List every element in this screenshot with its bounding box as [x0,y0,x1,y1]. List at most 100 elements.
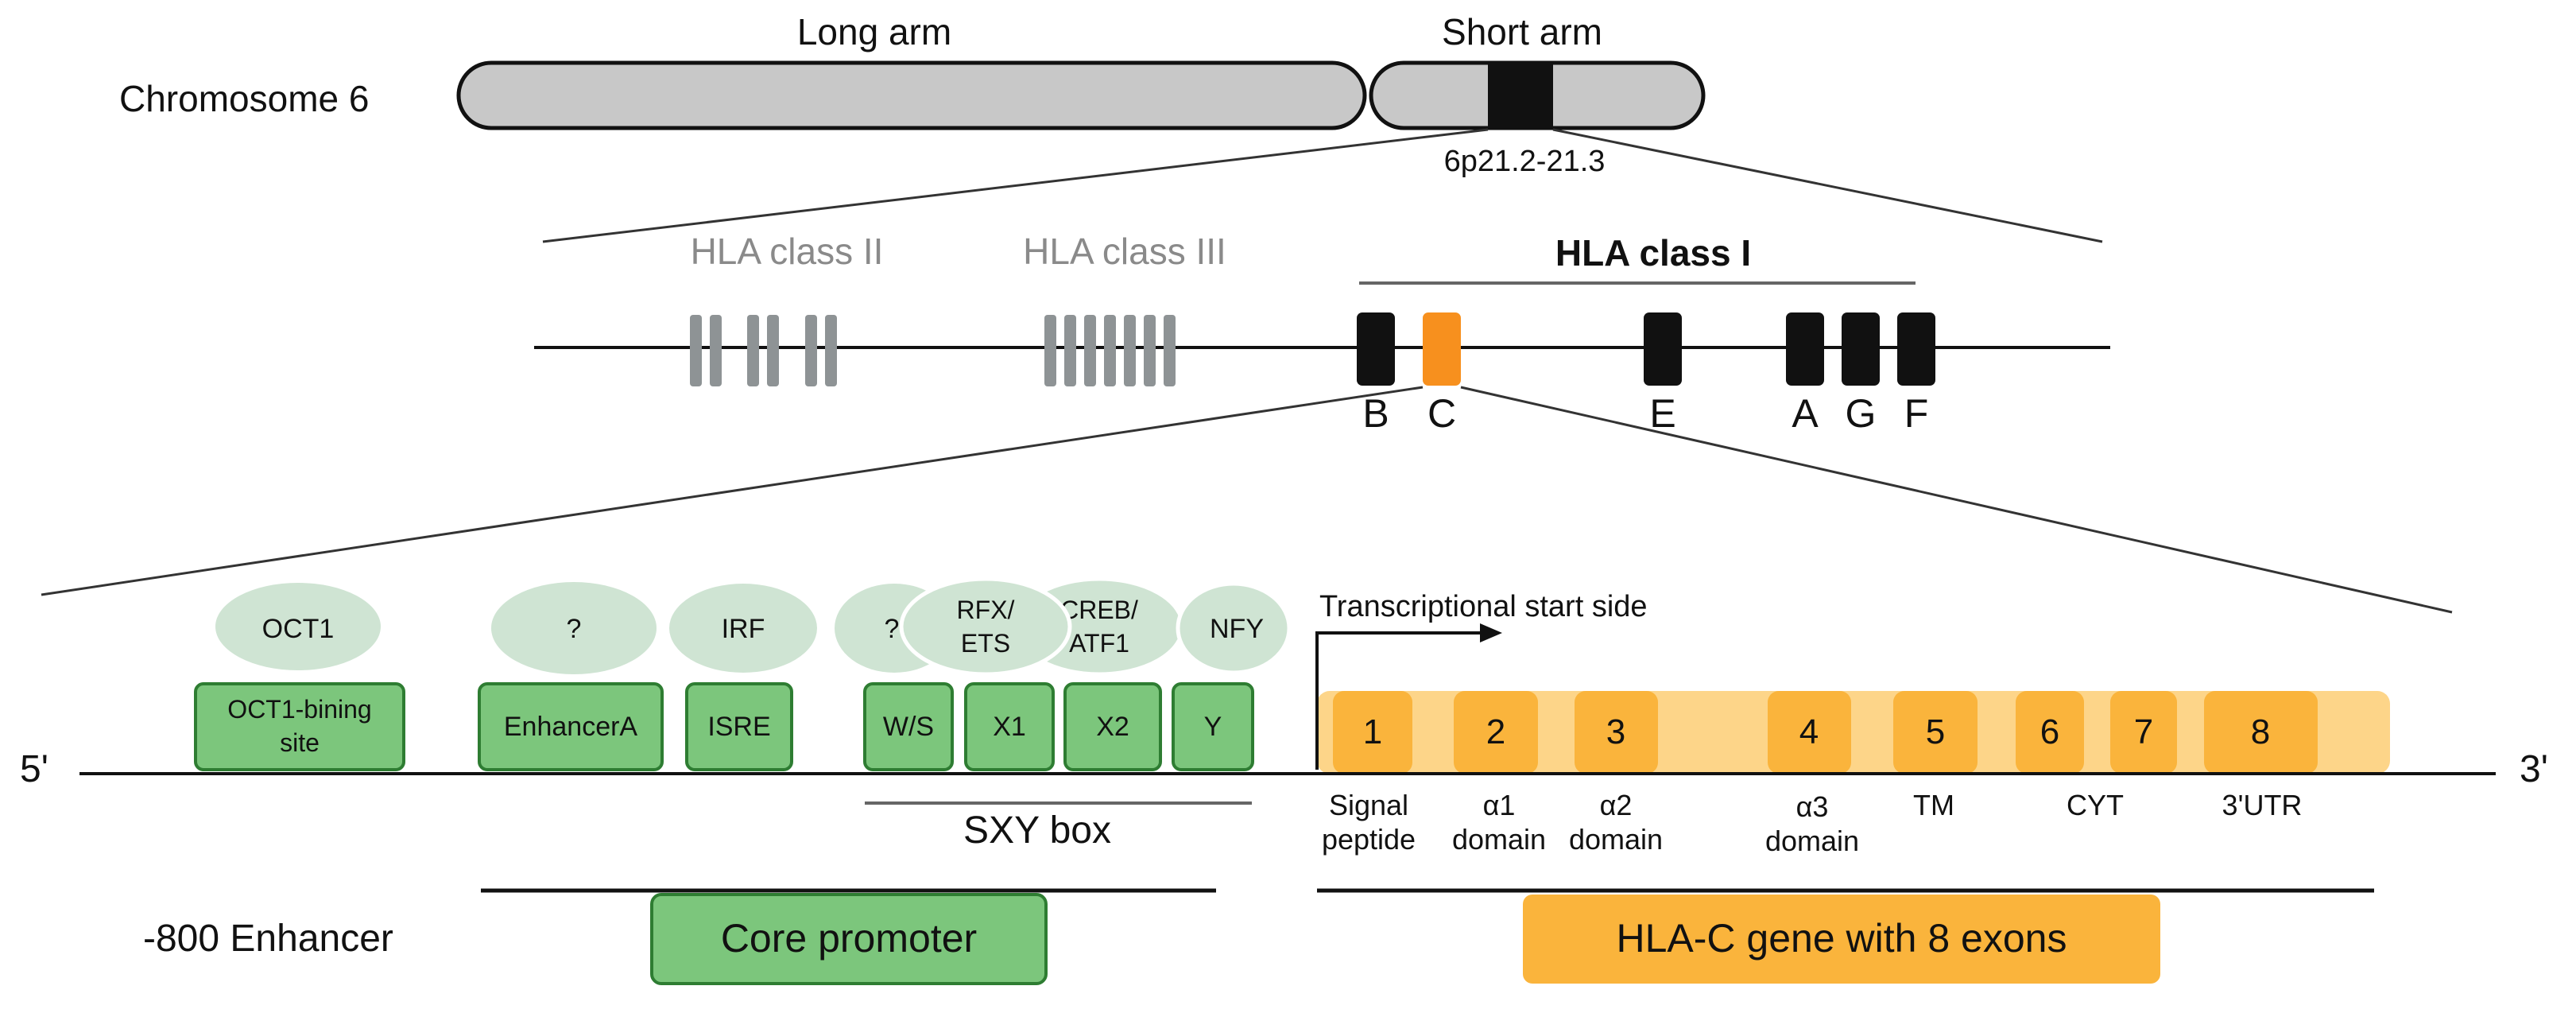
factor-nfy [1176,581,1292,675]
gene-b-label: B [1362,391,1389,436]
factor-creb-atf1-label: CREB/ATF1 [1060,596,1138,658]
element-isre [685,682,793,771]
gene-g-box [1842,312,1880,386]
zoom-line-right-1 [1552,128,2103,243]
gene-f-box [1897,312,1935,386]
class-iii-gene [1044,315,1056,386]
exon-3-label: 3 [1606,712,1625,751]
gene-g-label: G [1846,391,1877,436]
enhancer-label: -800 Enhancer [143,918,393,960]
factor-oct1-label: OCT1 [262,614,335,644]
factor-oct1 [215,583,381,670]
hla-class-iii-label: HLA class III [1023,231,1226,272]
exon-1-label: 1 [1363,712,1382,751]
chromosome-label: Chromosome 6 [119,78,369,119]
class-ii-gene [767,315,779,386]
element-isre-label: ISRE [707,712,770,742]
factor-rfx-ets [899,576,1072,677]
exon-6-label: 6 [2040,712,2059,751]
gene-c-box [1423,312,1461,386]
band-label: 6p21.2-21.3 [1444,145,1606,178]
factor-irf-label: IRF [722,614,765,644]
gene-a-box [1786,312,1824,386]
exon-2-label: 2 [1486,712,1505,751]
class-iii-gene [1064,315,1076,386]
tss-arrow [1315,631,1482,770]
exon-6 [2016,691,2084,774]
element-x1 [964,682,1055,771]
exon-annotation-3utr: 3'UTR [2222,789,2303,821]
factor-irf [669,584,817,673]
gene-e-box [1644,312,1682,386]
long-arm-label: Long arm [797,11,951,52]
class-ii-gene [747,315,759,386]
zoom-line-right-2 [1460,386,2453,614]
gene-c-label: C [1427,391,1456,436]
element-x1-label: X1 [993,712,1026,742]
factor-nfy-label: NFY [1210,614,1264,644]
chromosome-long-arm [456,60,1367,130]
factor-unknown-1-label: ? [567,614,582,644]
short-arm-label: Short arm [1442,11,1602,52]
element-ws [863,682,954,771]
zoom-line-left-2 [41,386,1424,596]
zoom-line-left-1 [542,128,1489,243]
element-enhancer-a [478,682,664,771]
exon-8-label: 8 [2251,712,2270,751]
element-enhancer-a-label: EnhancerA [504,712,638,742]
gene-b-box [1357,312,1395,386]
hla-class-i-label: HLA class I [1555,232,1751,274]
element-y-label: Y [1204,712,1222,742]
exon-7 [2110,691,2177,774]
gene-a-label: A [1792,391,1819,436]
class-iii-gene [1084,315,1096,386]
hla-class-ii-label: HLA class II [691,231,884,272]
exon-2 [1454,691,1538,774]
exon-8 [2204,691,2318,774]
exon-annotation-tm: TM [1913,789,1954,821]
five-prime-label: 5' [20,748,48,790]
exon-4-label: 4 [1799,712,1819,751]
three-prime-label: 3' [2520,748,2548,790]
factor-rfx-ets-label: RFX/ETS [957,596,1015,658]
element-x2-label: X2 [1096,712,1129,742]
core-promoter-box [650,893,1048,985]
exon-7-label: 7 [2134,712,2153,751]
exon-annotation-cyt: CYT [2067,789,2124,821]
class-ii-gene [710,315,722,386]
sxy-label: SXY box [963,809,1111,852]
element-oct1-site [194,682,405,771]
exon-4 [1768,691,1851,774]
hla-c-gene-label: HLA-C gene with 8 exons [1617,916,2067,961]
exon-3 [1575,691,1658,774]
class-iii-gene [1144,315,1156,386]
class-ii-gene [805,315,817,386]
exon-1 [1333,691,1412,774]
class-ii-gene [690,315,702,386]
gene-e-label: E [1649,391,1675,436]
element-y [1172,682,1254,771]
tss-label: Transcriptional start side [1319,590,1648,623]
factor-unknown-1 [491,582,657,674]
class-iii-gene [1164,315,1176,386]
gene-f-label: F [1904,391,1929,436]
hla-c-gene-box [1523,895,2160,984]
exon-5 [1893,691,1978,774]
element-x2 [1063,682,1162,771]
tss-arrowhead [1480,623,1502,642]
factor-unknown-2-label: ? [885,614,900,644]
exon-5-label: 5 [1926,712,1945,751]
chromosome-band-6p21 [1488,63,1553,128]
class-iii-gene [1124,315,1136,386]
core-promoter-label: Core promoter [721,916,977,961]
class-iii-gene [1104,315,1116,386]
element-ws-label: W/S [883,712,934,742]
class-ii-gene [825,315,837,386]
